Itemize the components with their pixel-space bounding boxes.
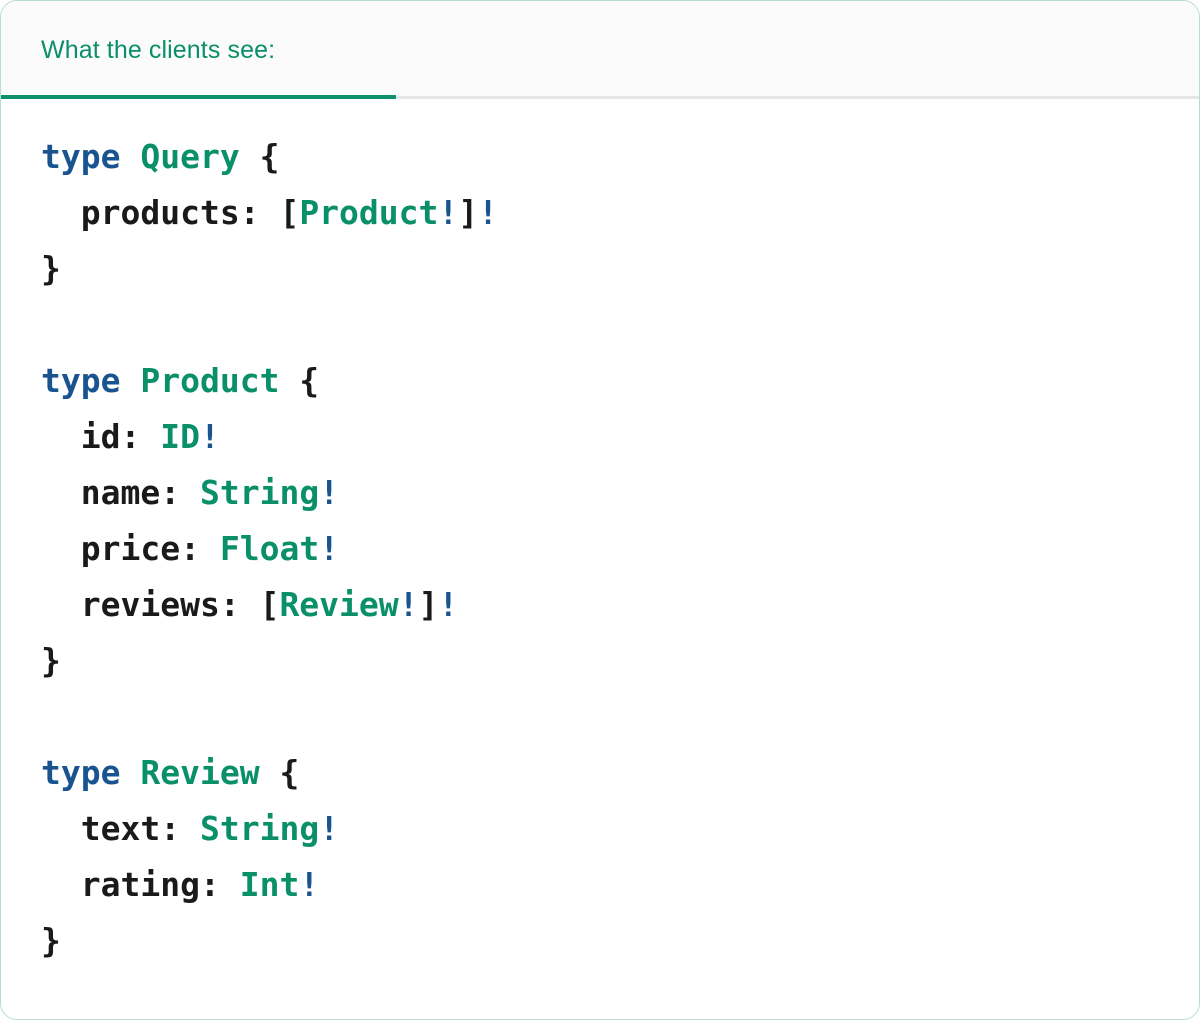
code-line: products: [Product!]! [41, 185, 1159, 241]
code-line: } [41, 241, 1159, 297]
code-token-field: text [80, 809, 161, 848]
code-token-field: price [80, 529, 181, 568]
code-token-type_name: String [199, 473, 320, 512]
code-token-type_name: String [199, 809, 320, 848]
code-token-bang: ! [478, 193, 499, 232]
code-token-type_name: Review [140, 753, 260, 792]
code-line: } [41, 633, 1159, 689]
code-token-plain [120, 361, 140, 400]
code-token-plain [41, 585, 81, 624]
code-token-keyword: type [41, 137, 121, 176]
code-token-type_name: Float [219, 529, 320, 568]
code-token-type_name: Product [140, 361, 280, 400]
code-token-field: reviews [80, 585, 220, 624]
code-line: type Query { [41, 129, 1159, 185]
tab-bar: What the clients see: [1, 1, 1199, 99]
code-token-punctuation: : [160, 473, 200, 512]
code-token-bang: ! [319, 809, 340, 848]
code-token-plain [41, 193, 81, 232]
code-token-plain [120, 753, 140, 792]
code-token-field: id [80, 417, 121, 456]
code-token-punctuation: ] [418, 585, 439, 624]
code-token-plain [120, 137, 140, 176]
code-token-punctuation: : [180, 529, 220, 568]
code-token-bang: ! [319, 473, 340, 512]
code-line: text: String! [41, 801, 1159, 857]
code-token-field: products [80, 193, 240, 232]
code-line: name: String! [41, 465, 1159, 521]
code-token-punctuation: } [41, 921, 61, 960]
code-token-punctuation: { [259, 753, 300, 792]
code-token-keyword: type [41, 753, 121, 792]
code-token-type_name: Product [299, 193, 439, 232]
code-token-plain [41, 473, 81, 512]
code-token-bang: ! [319, 529, 340, 568]
code-token-plain [41, 809, 81, 848]
code-token-punctuation: } [41, 249, 61, 288]
code-token-plain [41, 417, 81, 456]
code-token-punctuation: { [279, 361, 320, 400]
code-token-keyword: type [41, 361, 121, 400]
code-line: type Product { [41, 353, 1159, 409]
tab-bar-rule [1, 96, 1199, 99]
code-line: rating: Int! [41, 857, 1159, 913]
code-token-type_name: ID [160, 417, 200, 456]
graphql-schema-code[interactable]: type Query { products: [Product!]! } typ… [41, 129, 1159, 969]
tab-what-the-clients-see[interactable]: What the clients see: [1, 1, 396, 99]
code-token-field: rating [80, 865, 200, 904]
code-token-punctuation: : [ [239, 193, 300, 232]
code-token-plain [41, 865, 81, 904]
code-line: type Review { [41, 745, 1159, 801]
code-token-bang: ! [438, 193, 459, 232]
code-token-punctuation: : [120, 417, 161, 456]
code-token-bang: ! [200, 417, 220, 456]
code-area: type Query { products: [Product!]! } typ… [1, 99, 1199, 969]
code-token-punctuation: { [239, 137, 280, 176]
code-line [41, 297, 1159, 353]
code-token-punctuation: } [41, 641, 61, 680]
code-line: reviews: [Review!]! [41, 577, 1159, 633]
code-token-punctuation: : [ [219, 585, 280, 624]
tab-label: What the clients see: [41, 35, 276, 64]
code-line: price: Float! [41, 521, 1159, 577]
code-token-punctuation: : [160, 809, 200, 848]
code-token-punctuation: : [199, 865, 240, 904]
code-token-type_name: Int [239, 865, 300, 904]
code-token-punctuation: ] [458, 193, 479, 232]
code-line: id: ID! [41, 409, 1159, 465]
code-token-bang: ! [438, 585, 459, 624]
code-token-bang: ! [398, 585, 419, 624]
code-token-type_name: Query [140, 137, 240, 176]
active-tab-underline [1, 95, 396, 99]
code-token-field: name [80, 473, 161, 512]
code-token-bang: ! [299, 865, 320, 904]
code-line [41, 689, 1159, 745]
code-line: } [41, 913, 1159, 969]
code-token-type_name: Review [279, 585, 399, 624]
code-token-plain [41, 529, 81, 568]
